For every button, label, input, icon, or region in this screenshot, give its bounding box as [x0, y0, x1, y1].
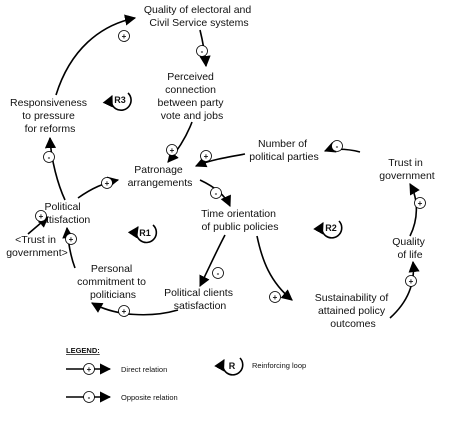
link-trust-to-parties [323, 142, 361, 153]
sign-time-clients: - [212, 267, 224, 279]
svg-text:R1: R1 [139, 228, 151, 238]
link-responsiveness-to-quality [55, 14, 137, 96]
sign-parties-patronage: + [200, 150, 212, 162]
svg-text:+: + [409, 277, 414, 286]
svg-text:-: - [336, 142, 339, 151]
link-satisfaction-to-patronage [77, 176, 120, 199]
legend-direct-relation: + Direct relation [66, 363, 167, 375]
sign-satisfaction-patronage: + [101, 177, 113, 189]
svg-text:+: + [204, 152, 209, 161]
link-commitment-to-satisfaction [62, 226, 76, 269]
sign-trust-parties: - [331, 140, 343, 152]
link-sustainability-to-quality-life [389, 260, 420, 319]
node-responsiveness: Responsiveness to pressure for reforms [10, 97, 90, 135]
link-clients-to-commitment [91, 302, 179, 316]
node-perceived-connection: Perceived connection between party vote … [158, 71, 227, 122]
sign-time-sustainability: + [269, 291, 281, 303]
loop-r1: R1 [127, 224, 158, 244]
sign-perceived-patronage: + [166, 144, 178, 156]
node-number-parties: Number of political parties [249, 138, 318, 163]
svg-text:-: - [88, 393, 91, 402]
node-political-satisfaction: Political satisfaction [38, 201, 91, 226]
svg-text:R2: R2 [325, 223, 337, 233]
loop-r2: R2 [313, 220, 343, 239]
link-parties-to-patronage [194, 153, 246, 168]
svg-text:+: + [273, 293, 278, 302]
svg-text:+: + [105, 179, 110, 188]
link-time-to-clients [199, 234, 226, 288]
svg-text:-: - [48, 153, 51, 162]
svg-text:+: + [39, 212, 44, 221]
node-trust-government: Trust in government [379, 157, 435, 182]
svg-text:-: - [217, 269, 220, 278]
sign-responsiveness-quality: + [118, 30, 130, 42]
svg-text:+: + [122, 32, 127, 41]
node-time-orientation: Time orientation of public policies [201, 208, 279, 233]
svg-text:+: + [87, 365, 92, 374]
link-trust-shadow-to-satisfaction [27, 216, 49, 235]
link-time-to-sustainability [256, 235, 293, 301]
legend-reinforcing-label: Reinforcing loop [252, 361, 306, 370]
svg-text:+: + [122, 307, 127, 316]
legend-opposite-relation: - Opposite relation [66, 391, 178, 403]
sign-satisfaction-responsiveness: - [43, 151, 55, 163]
node-clients-satisfaction: Political clients satisfaction [164, 287, 236, 312]
node-sustainability: Sustainability of attained policy outcom… [315, 292, 391, 330]
link-perceived-to-patronage [167, 121, 193, 163]
node-personal-commitment: Personal commitment to politicians [77, 263, 149, 301]
sign-trust-shadow-satisfaction: + [35, 210, 47, 222]
node-quality-of-life: Quality of life [392, 236, 428, 261]
node-quality-electoral: Quality of electoral and Civil Service s… [144, 4, 254, 29]
sign-quality-life-trust: + [414, 197, 426, 209]
sign-patronage-time: - [210, 187, 222, 199]
sign-quality-perceived: - [196, 45, 208, 57]
legend-direct-label: Direct relation [121, 365, 167, 374]
sign-sustainability-quality-life: + [405, 275, 417, 287]
svg-text:+: + [69, 235, 74, 244]
svg-text:+: + [418, 199, 423, 208]
legend: LEGEND: + Direct relation - Opposite rel… [66, 346, 306, 403]
legend-opposite-label: Opposite relation [121, 393, 178, 402]
loop-r3: R3 [102, 92, 132, 111]
link-quality-life-to-trust [409, 183, 420, 237]
svg-text:R: R [229, 361, 236, 371]
legend-reinforcing-loop: R Reinforcing loop [214, 357, 306, 376]
svg-text:-: - [201, 47, 204, 56]
sign-commitment-satisfaction: + [65, 233, 77, 245]
svg-text:+: + [170, 146, 175, 155]
sign-clients-commitment: + [118, 305, 130, 317]
legend-title: LEGEND: [66, 346, 100, 355]
svg-text:-: - [215, 189, 218, 198]
node-trust-government-shadow: <Trust in government> [6, 234, 68, 259]
svg-text:R3: R3 [114, 95, 126, 105]
node-patronage: Patronage arrangements [128, 164, 193, 189]
link-satisfaction-to-responsiveness [44, 136, 66, 201]
